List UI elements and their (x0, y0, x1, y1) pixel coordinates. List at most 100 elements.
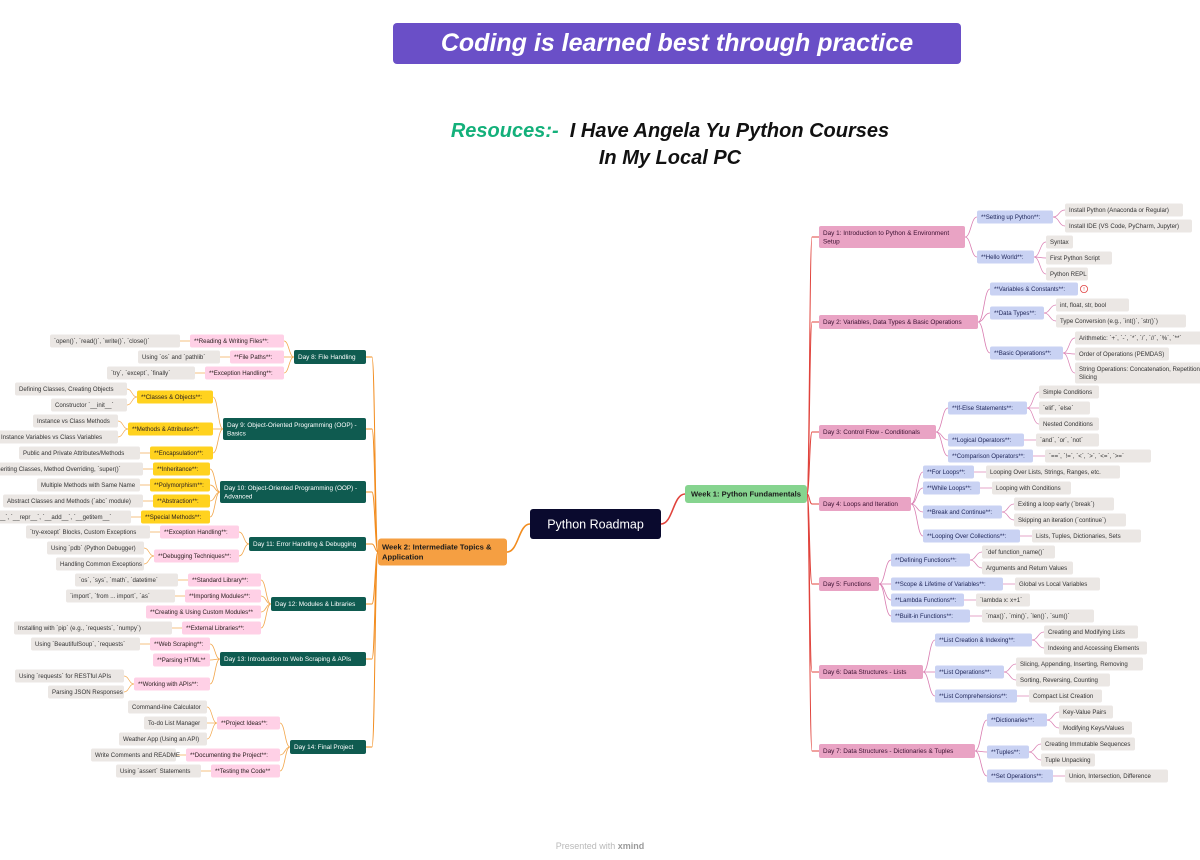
week2-leaf[interactable]: Using `os` and `pathlib` (138, 350, 220, 364)
week1-leaf[interactable]: `==`, `!=`, `<`, `>`, `<=`, `>=` (1045, 449, 1151, 463)
week2-day-11[interactable]: Day 11: Error Handling & Debugging (249, 537, 366, 551)
week2-leaf[interactable]: Installing with `pip` (e.g., `requests`,… (14, 621, 172, 635)
week2-leaf[interactable]: Weather App (Using an API) (119, 732, 207, 746)
week1-leaf[interactable]: Arithmetic: `+`, `-`, `*`, `/`, `//`, `%… (1075, 331, 1200, 345)
week1-topic[interactable]: **If-Else Statements**: (948, 401, 1027, 415)
week2-leaf[interactable]: Using `BeautifulSoup`, `requests` (31, 637, 140, 651)
week2-leaf[interactable]: Instance vs Class Methods (33, 414, 118, 428)
week2-leaf[interactable]: `try`, `except`, `finally` (107, 366, 195, 380)
week2-topic[interactable]: **Standard Library**: (188, 573, 261, 587)
week2-topic[interactable]: **Parsing HTML** (153, 653, 210, 667)
week1-leaf[interactable]: First Python Script (1046, 251, 1112, 265)
week1-topic[interactable]: **Break and Continue**: (923, 505, 1002, 519)
week2-leaf[interactable]: `__str__`, `__repr__`, `__add__`, `__get… (0, 510, 131, 524)
week2-day-14[interactable]: Day 14: Final Project (290, 740, 366, 754)
week1-day-1[interactable]: Day 1: Introduction to Python & Environm… (819, 226, 965, 248)
week2-leaf[interactable]: Inheriting Classes, Method Overriding, `… (0, 462, 143, 476)
week2-leaf[interactable]: `os`, `sys`, `math`, `datetime` (75, 573, 178, 587)
week2-leaf[interactable]: To-do List Manager (144, 716, 207, 730)
week2-topic[interactable]: **Classes & Objects**: (137, 390, 213, 404)
week2-leaf[interactable]: Instance Variables vs Class Variables (0, 430, 118, 444)
week2-leaf[interactable]: Multiple Methods with Same Name (37, 478, 140, 492)
week1-topic[interactable]: **List Operations**: (935, 665, 1004, 679)
week1-topic[interactable]: **Set Operations**: (987, 769, 1053, 783)
week1-leaf[interactable]: `elif`, `else` (1039, 401, 1090, 415)
week1-leaf[interactable]: `def function_name()` (982, 545, 1055, 559)
week1-topic[interactable]: **For Loops**: (923, 465, 974, 479)
week2-topic[interactable]: **Working with APIs**: (134, 677, 210, 691)
week2-day-13[interactable]: Day 13: Introduction to Web Scraping & A… (220, 652, 366, 666)
week1-topic[interactable]: **Lambda Functions**: (891, 593, 964, 607)
week1-leaf[interactable]: Nested Conditions (1039, 417, 1099, 431)
week1-topic[interactable]: **Comparison Operators**: (948, 449, 1033, 463)
week1-leaf[interactable]: `max()`, `min()`, `len()`, `sum()` (982, 609, 1094, 623)
week1-leaf[interactable]: Order of Operations (PEMDAS) (1075, 347, 1169, 361)
week2-leaf[interactable]: `try-except` Blocks, Custom Exceptions (26, 525, 150, 539)
week2-leaf[interactable]: Command-line Calculator (128, 700, 207, 714)
week2-leaf[interactable]: Public and Private Attributes/Methods (19, 446, 140, 460)
week1-leaf[interactable]: Install IDE (VS Code, PyCharm, Jupyter) (1065, 219, 1192, 233)
week2-leaf[interactable]: Write Comments and README (91, 748, 180, 762)
week1-leaf[interactable]: Tuple Unpacking (1041, 753, 1095, 767)
week1-day-6[interactable]: Day 6: Data Structures - Lists (819, 665, 923, 679)
week2-topic[interactable]: **Creating & Using Custom Modules** (146, 605, 261, 619)
week2-topic[interactable]: **Polymorphism**: (150, 478, 210, 492)
week2-leaf[interactable]: Using `pdb` (Python Debugger) (47, 541, 144, 555)
week1-leaf[interactable]: Creating and Modifying Lists (1044, 625, 1138, 639)
week1-topic[interactable]: **Hello World**: (977, 250, 1034, 264)
week2-topic[interactable]: **Exception Handling**: (205, 366, 284, 380)
week2-topic[interactable]: **Abstraction**: (153, 494, 210, 508)
week2-leaf[interactable]: Defining Classes, Creating Objects (15, 382, 127, 396)
week2-leaf[interactable]: Using `requests` for RESTful APIs (15, 669, 124, 683)
week1-day-5[interactable]: Day 5: Functions (819, 577, 879, 591)
week2-topic[interactable]: **Reading & Writing Files**: (190, 334, 284, 348)
week1-leaf[interactable]: Lists, Tuples, Dictionaries, Sets (1032, 529, 1141, 543)
week2-topic[interactable]: **Encapsulation**: (150, 446, 213, 460)
week2-leaf[interactable]: Handling Common Exceptions (56, 557, 144, 571)
week2-leaf[interactable]: `open()`, `read()`, `write()`, `close()` (50, 334, 180, 348)
week2-topic[interactable]: **Web Scraping**: (150, 637, 210, 651)
week1-leaf[interactable]: Type Conversion (e.g., `int()`, `str()`) (1056, 314, 1186, 328)
week1-topic[interactable]: **Dictionaries**: (987, 713, 1047, 727)
week1-topic[interactable]: **Defining Functions**: (891, 553, 970, 567)
week2-day-12[interactable]: Day 12: Modules & Libraries (271, 597, 366, 611)
week1-node[interactable]: Week 1: Python Fundamentals (685, 485, 807, 503)
week1-leaf[interactable]: Union, Intersection, Difference (1065, 769, 1168, 783)
week1-topic[interactable]: **Variables & Constants**: (990, 282, 1078, 296)
week1-leaf[interactable]: Modifying Keys/Values (1059, 721, 1132, 735)
week2-leaf[interactable]: `import`, `from ... import`, `as` (66, 589, 175, 603)
week1-topic[interactable]: **Data Types**: (990, 306, 1044, 320)
week1-leaf[interactable]: int, float, str, bool (1056, 298, 1129, 312)
week1-topic[interactable]: **While Loops**: (923, 481, 980, 495)
week1-leaf[interactable]: String Operations: Concatenation, Repeti… (1075, 362, 1200, 384)
week2-leaf[interactable]: Constructor `__init__` (51, 398, 127, 412)
week1-day-7[interactable]: Day 7: Data Structures - Dictionaries & … (819, 744, 975, 758)
week1-leaf[interactable]: Global vs Local Variables (1015, 577, 1100, 591)
week1-leaf[interactable]: Syntax (1046, 235, 1073, 249)
week2-topic[interactable]: **Project Ideas**: (217, 716, 280, 730)
week1-leaf[interactable]: Slicing, Appending, Inserting, Removing (1016, 657, 1143, 671)
week2-topic[interactable]: **Documenting the Project**: (186, 748, 280, 762)
week2-topic[interactable]: **Importing Modules**: (185, 589, 261, 603)
week2-topic[interactable]: **Special Methods**: (141, 510, 210, 524)
week1-leaf[interactable]: `lambda x: x+1` (976, 593, 1030, 607)
week1-leaf[interactable]: `and`, `or`, `not` (1036, 433, 1099, 447)
week1-topic[interactable]: **List Creation & Indexing**: (935, 633, 1032, 647)
week1-leaf[interactable]: Sorting, Reversing, Counting (1016, 673, 1110, 687)
week1-day-4[interactable]: Day 4: Loops and Iteration (819, 497, 911, 511)
week1-leaf[interactable]: Indexing and Accessing Elements (1044, 641, 1147, 655)
week2-leaf[interactable]: Parsing JSON Responses (48, 685, 124, 699)
week2-day-9[interactable]: Day 9: Object-Oriented Programming (OOP)… (223, 418, 366, 440)
root-node[interactable]: Python Roadmap (530, 509, 661, 539)
week1-day-3[interactable]: Day 3: Control Flow - Conditionals (819, 425, 936, 439)
week1-day-2[interactable]: Day 2: Variables, Data Types & Basic Ope… (819, 315, 978, 329)
week1-leaf[interactable]: Simple Conditions (1039, 385, 1099, 399)
week1-leaf[interactable]: Creating Immutable Sequences (1041, 737, 1135, 751)
week2-topic[interactable]: **Inheritance**: (153, 462, 210, 476)
week1-topic[interactable]: **Tuples**: (987, 745, 1029, 759)
week1-leaf[interactable]: Looping Over Lists, Strings, Ranges, etc… (986, 465, 1120, 479)
week1-leaf[interactable]: Exiting a loop early (`break`) (1014, 497, 1114, 511)
week1-leaf[interactable]: Compact List Creation (1029, 689, 1102, 703)
week2-topic[interactable]: **Exception Handling**: (160, 525, 239, 539)
week2-day-8[interactable]: Day 8: File Handling (294, 350, 366, 364)
